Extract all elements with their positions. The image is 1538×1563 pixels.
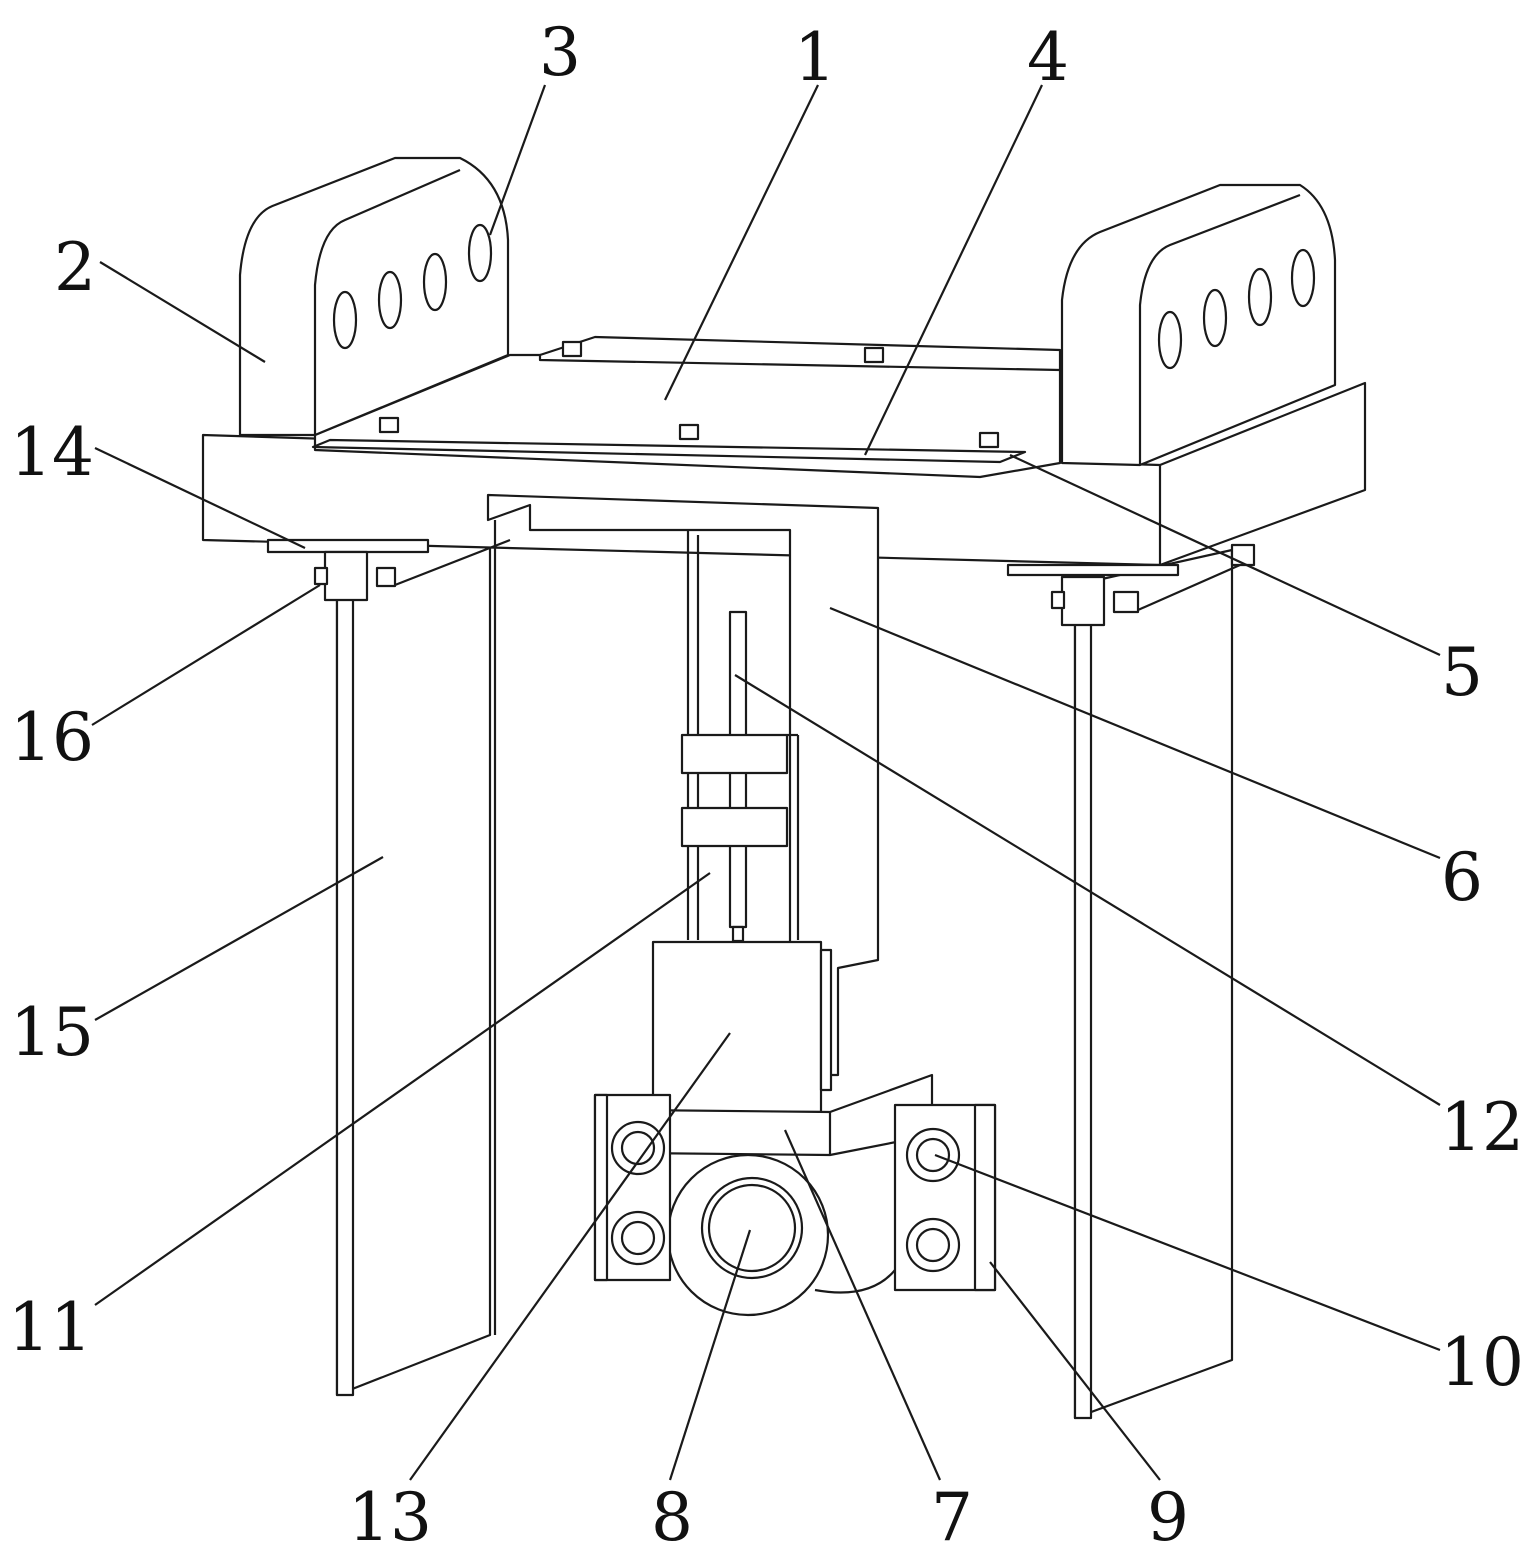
motor-housing [653,942,831,1112]
label-2: 2 [54,229,96,306]
label-9: 9 [1147,1479,1189,1556]
label-6: 6 [1441,839,1483,916]
label-14: 14 [10,414,94,491]
label-13: 13 [348,1479,432,1556]
label-8: 8 [651,1479,693,1556]
clamp-assembly [595,1075,995,1315]
label-10: 10 [1440,1324,1524,1401]
label-12: 12 [1440,1089,1524,1166]
label-4: 4 [1027,19,1069,96]
side-plate-left [337,520,490,1395]
label-1: 1 [794,19,836,96]
label-3: 3 [539,14,581,91]
label-7: 7 [931,1479,973,1556]
lift-rod [682,612,798,941]
label-15: 15 [10,994,94,1071]
label-5: 5 [1441,634,1483,711]
label-11: 11 [8,1289,92,1366]
side-plate-right [1075,550,1232,1418]
label-16: 16 [10,699,94,776]
